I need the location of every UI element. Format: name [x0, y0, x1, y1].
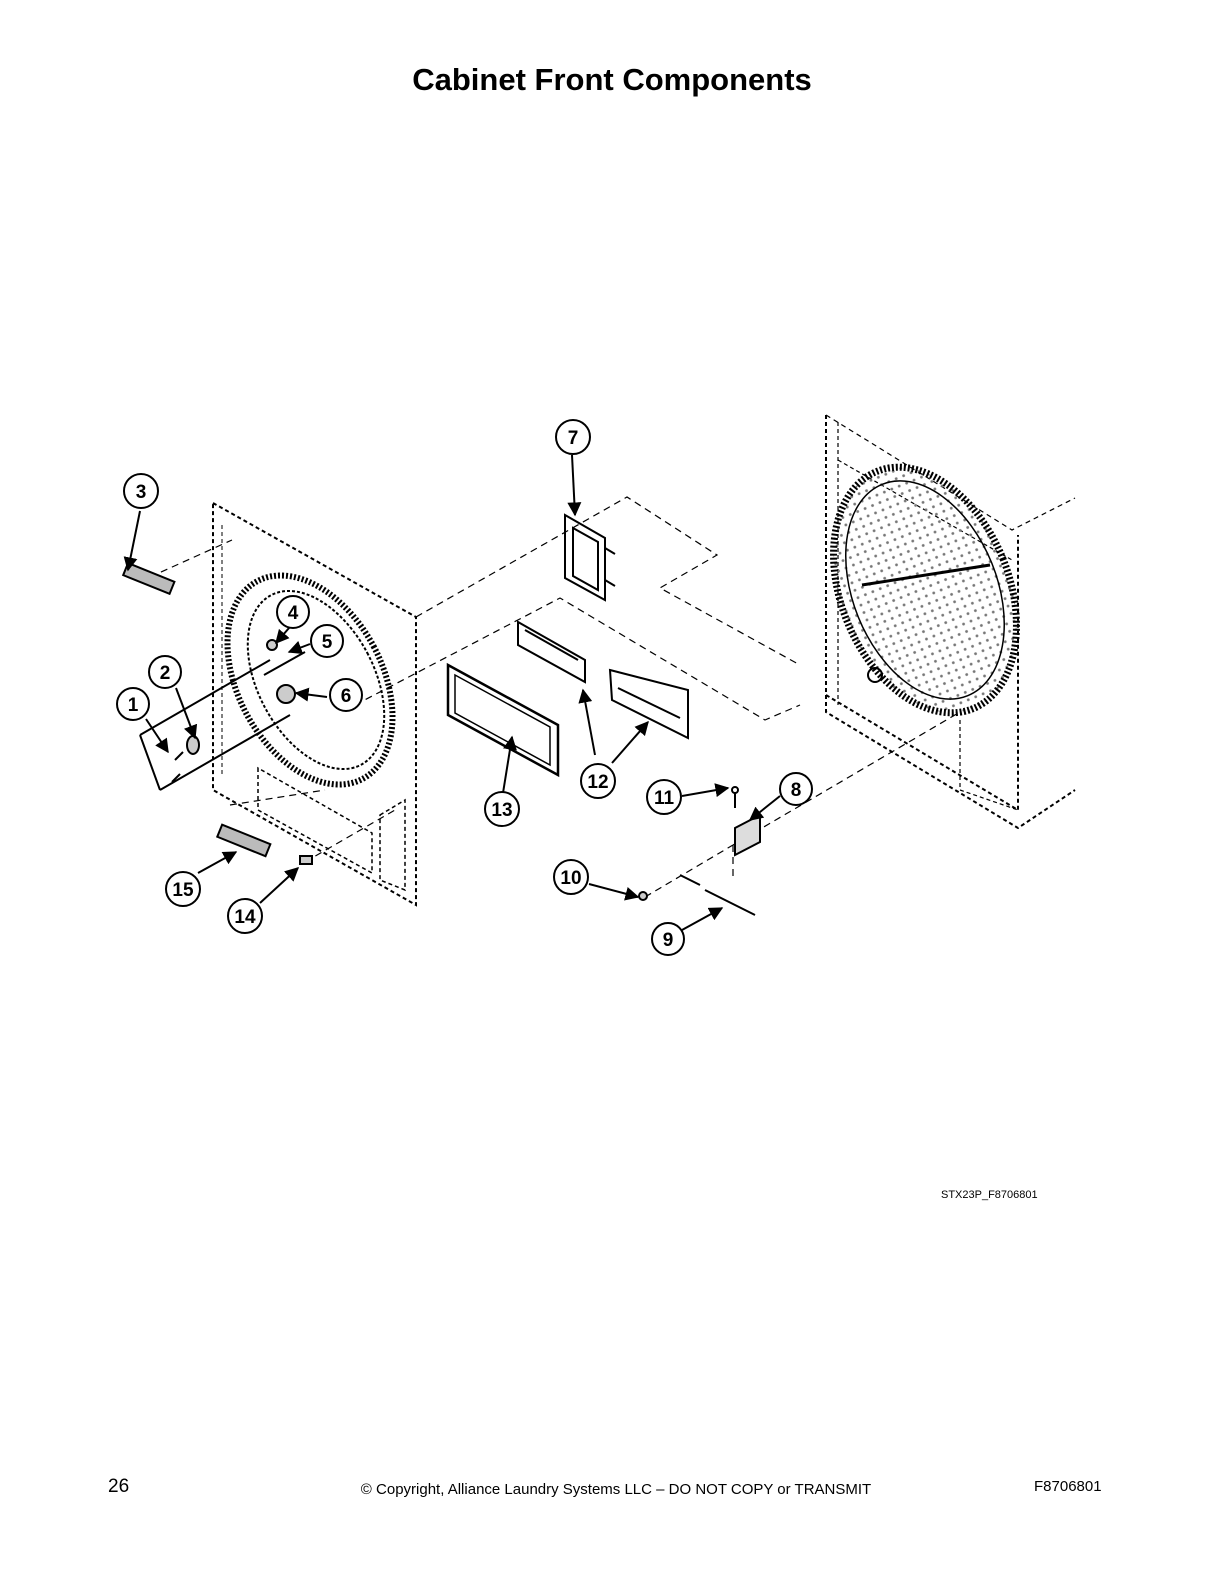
callout-8: 8	[779, 772, 813, 806]
small-parts	[121, 561, 761, 916]
footer-copyright: © Copyright, Alliance Laundry Systems LL…	[360, 1481, 872, 1498]
part-13-frame	[446, 662, 560, 778]
assembly-lines	[149, 496, 961, 898]
part-12-brackets	[517, 620, 689, 740]
door-opening	[224, 572, 396, 788]
callout-2: 2	[148, 655, 182, 689]
svg-text:11: 11	[654, 788, 675, 809]
callout-3: 3	[123, 473, 159, 509]
svg-text:1: 1	[128, 695, 139, 716]
callout-14: 14	[227, 898, 263, 934]
svg-text:10: 10	[560, 868, 581, 889]
callout-15: 15	[165, 871, 201, 907]
callout-9: 9	[651, 922, 685, 956]
front-panel	[212, 501, 417, 907]
svg-text:9: 9	[663, 930, 674, 951]
footer-page-number: 26	[108, 1476, 130, 1497]
svg-text:12: 12	[587, 772, 608, 793]
svg-text:4: 4	[288, 603, 299, 624]
page-title: Cabinet Front Components	[412, 62, 812, 97]
svg-text:15: 15	[172, 880, 194, 901]
callout-4: 4	[276, 595, 310, 629]
callout-1: 1	[116, 687, 150, 721]
svg-text:7: 7	[568, 428, 579, 449]
callout-13: 13	[484, 791, 520, 827]
callout-11: 11	[646, 779, 682, 815]
svg-text:2: 2	[160, 663, 171, 684]
callouts: 1 2 3 4 5 6 7 8 9 10 11 12 13 14 15	[116, 419, 813, 956]
footer-doc-number: F8706801	[1034, 1478, 1102, 1495]
callout-10: 10	[553, 859, 589, 895]
callout-6: 6	[329, 678, 363, 712]
svg-text:3: 3	[136, 482, 147, 503]
svg-text:8: 8	[791, 780, 802, 801]
callout-7: 7	[555, 419, 591, 455]
callout-12: 12	[580, 763, 616, 799]
svg-text:13: 13	[491, 800, 512, 821]
svg-text:14: 14	[234, 907, 256, 928]
svg-text:5: 5	[322, 632, 333, 653]
cabinet	[825, 414, 1076, 830]
drawing-id: STX23P_F8706801	[941, 1189, 1038, 1201]
leader-lines	[123, 454, 781, 931]
svg-text:6: 6	[341, 686, 352, 707]
part-7-bracket	[564, 513, 616, 602]
callout-5: 5	[310, 624, 344, 658]
